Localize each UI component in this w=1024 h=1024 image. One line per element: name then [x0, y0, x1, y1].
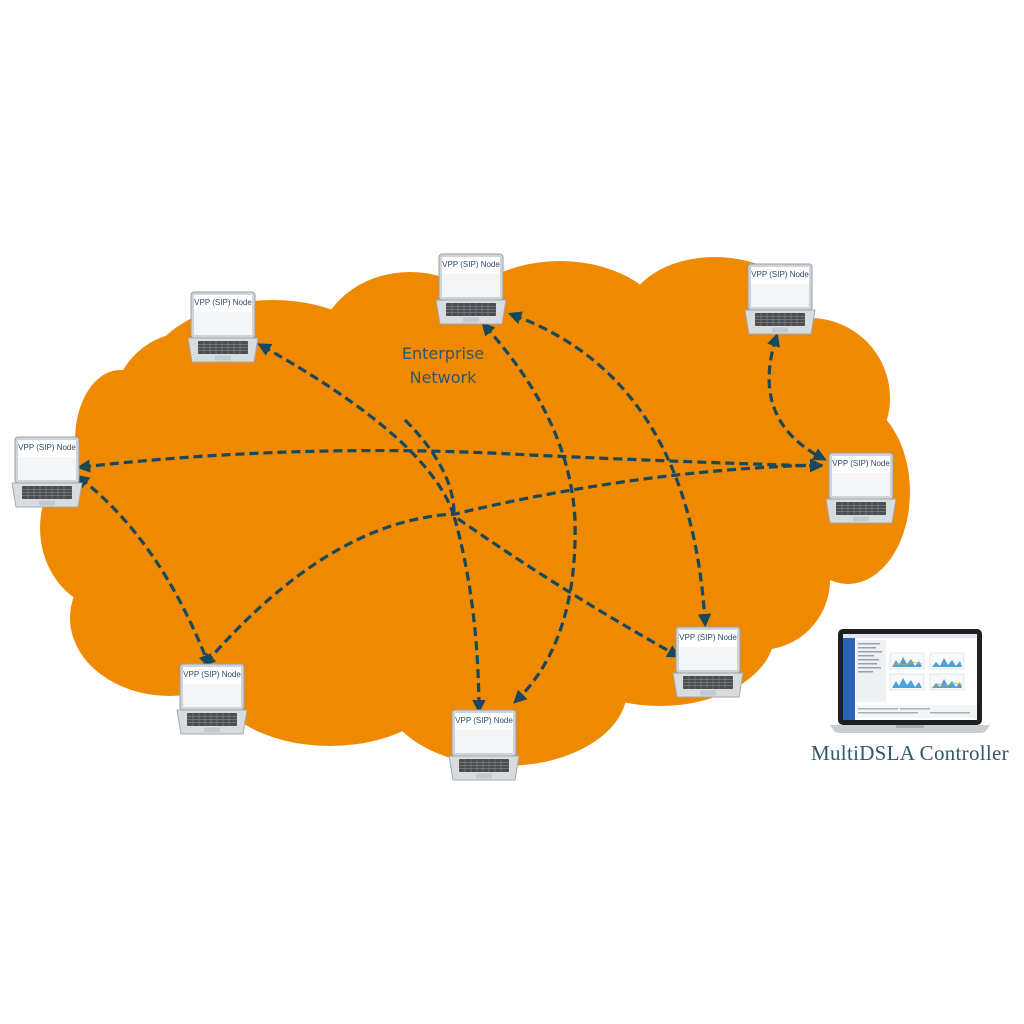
- node-bottom-center[interactable]: VPP (SIP) Node: [448, 709, 520, 781]
- controller-mini-charts: [889, 652, 965, 691]
- node-mid-left[interactable]: VPP (SIP) Node: [11, 436, 83, 508]
- link-top-center-to-bottom-center-b: [403, 418, 486, 714]
- cloud-label-line1: Enterprise: [402, 344, 484, 363]
- link-top-center-to-bottom-right: [507, 311, 712, 628]
- cloud-label-line2: Network: [410, 368, 478, 387]
- link-top-right-to-mid-right: [767, 332, 827, 461]
- controller-laptop[interactable]: [830, 629, 990, 733]
- node-bottom-right[interactable]: VPP (SIP) Node: [672, 626, 744, 698]
- node-top-right[interactable]: VPP (SIP) Node: [744, 263, 816, 335]
- node-mid-right[interactable]: VPP (SIP) Node: [825, 452, 897, 524]
- link-mid-left-to-bottom-left: [75, 474, 212, 669]
- node-top-left[interactable]: VPP (SIP) Node: [187, 291, 259, 363]
- controller-label: MultiDSLA Controller: [811, 741, 1009, 765]
- node-label: VPP (SIP) Node: [679, 633, 737, 642]
- node-label: VPP (SIP) Node: [18, 443, 76, 452]
- node-bottom-left[interactable]: VPP (SIP) Node: [176, 663, 248, 735]
- node-top-center[interactable]: VPP (SIP) Node: [435, 253, 507, 325]
- node-label: VPP (SIP) Node: [183, 670, 241, 679]
- node-label: VPP (SIP) Node: [442, 260, 500, 269]
- node-label: VPP (SIP) Node: [751, 270, 809, 279]
- node-label: VPP (SIP) Node: [194, 298, 252, 307]
- node-label: VPP (SIP) Node: [455, 716, 513, 725]
- links: [75, 311, 827, 714]
- node-label: VPP (SIP) Node: [832, 459, 890, 468]
- link-bottom-left-to-mid-right: [202, 458, 824, 668]
- controller-base: [830, 725, 990, 733]
